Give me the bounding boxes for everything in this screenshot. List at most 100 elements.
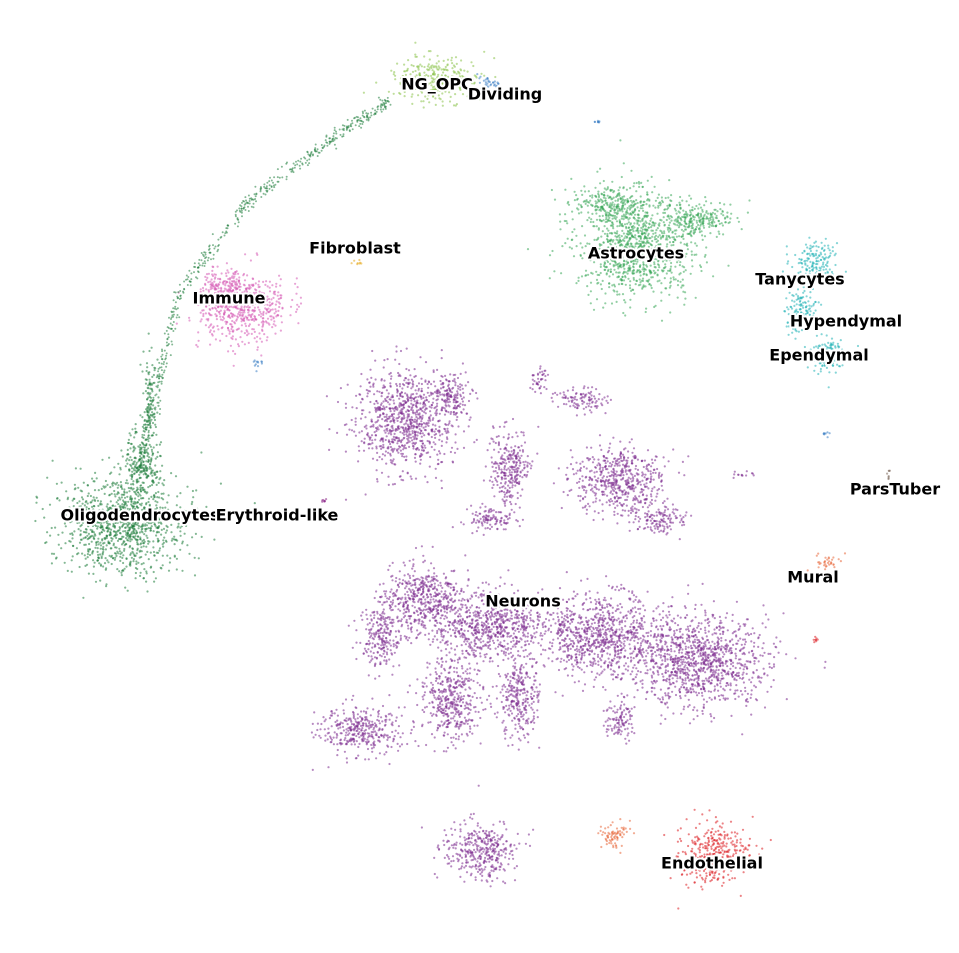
point-immune xyxy=(279,284,282,287)
point-astrocytes xyxy=(672,240,675,244)
point-astrocytes xyxy=(623,223,627,226)
point-oligodendrocytes xyxy=(112,525,115,528)
point-oligodendrocytes xyxy=(137,524,140,528)
point-astrocytes xyxy=(605,216,608,219)
point-astrocytes xyxy=(594,208,597,211)
point-ng-opc xyxy=(440,74,443,77)
point-oligodendrocytes xyxy=(173,535,176,538)
point-astrocytes xyxy=(599,265,602,268)
point-oligodendrocytes xyxy=(200,535,203,539)
point-ng-opc xyxy=(442,59,445,63)
point-oligodendrocytes xyxy=(172,299,175,302)
point-oligodendrocytes xyxy=(121,487,124,490)
point-ng-opc xyxy=(425,73,428,76)
point-tanycytes xyxy=(800,261,803,265)
point-ng-opc xyxy=(439,86,442,89)
point-oligodendrocytes xyxy=(89,494,92,498)
point-oligodendrocytes xyxy=(272,181,274,184)
point-astrocytes xyxy=(646,179,649,182)
point-astrocytes xyxy=(642,225,645,228)
point-astrocytes xyxy=(634,245,637,248)
point-oligodendrocytes xyxy=(331,140,333,143)
point-astrocytes xyxy=(643,268,646,271)
point-oligodendrocytes xyxy=(134,535,137,538)
point-ng-opc xyxy=(420,100,423,103)
point-tanycytes xyxy=(814,252,818,255)
point-immune xyxy=(256,348,259,351)
point-oligodendrocytes xyxy=(369,116,372,119)
point-oligodendrocytes xyxy=(158,547,162,550)
point-astrocytes xyxy=(675,229,678,232)
point-oligodendrocytes xyxy=(185,274,188,277)
point-astrocytes xyxy=(629,306,632,309)
point-astrocytes xyxy=(591,194,594,197)
point-oligodendrocytes xyxy=(142,470,145,473)
point-ng-opc xyxy=(452,86,455,89)
point-astrocytes xyxy=(605,273,608,276)
point-astrocytes xyxy=(633,257,637,260)
point-ng-opc xyxy=(407,81,410,84)
point-oligodendrocytes xyxy=(144,428,147,431)
point-astrocytes xyxy=(648,261,651,264)
point-oligodendrocytes xyxy=(149,472,152,475)
point-astrocytes xyxy=(618,293,621,296)
point-ng-opc xyxy=(430,89,433,92)
point-tanycytes xyxy=(834,263,837,267)
point-oligodendrocytes xyxy=(161,464,164,467)
point-oligodendrocytes xyxy=(129,463,132,466)
point-oligodendrocytes xyxy=(367,116,370,119)
point-oligodendrocytes xyxy=(129,560,132,563)
point-astrocytes xyxy=(637,230,640,233)
point-oligodendrocytes xyxy=(151,364,154,367)
point-oligodendrocytes xyxy=(108,554,111,557)
point-oligodendrocytes xyxy=(148,382,151,386)
point-oligodendrocytes xyxy=(362,112,364,115)
point-oligodendrocytes xyxy=(152,530,155,533)
point-astrocytes xyxy=(682,251,685,254)
point-immune xyxy=(231,282,234,285)
point-ng-opc xyxy=(424,95,427,98)
point-ng-opc xyxy=(423,85,426,88)
point-oligodendrocytes xyxy=(119,559,122,563)
point-oligodendrocytes xyxy=(80,490,84,493)
point-oligodendrocytes xyxy=(158,549,161,552)
point-oligodendrocytes xyxy=(160,380,163,383)
point-immune xyxy=(247,341,250,344)
point-oligodendrocytes xyxy=(104,548,107,551)
point-oligodendrocytes xyxy=(61,531,64,534)
point-oligodendrocytes xyxy=(103,541,106,545)
point-astrocytes xyxy=(678,235,681,238)
point-immune xyxy=(296,308,299,311)
point-astrocytes xyxy=(635,199,638,202)
point-immune xyxy=(274,332,277,335)
point-ng-opc xyxy=(442,84,446,87)
point-oligodendrocytes xyxy=(135,461,138,464)
point-astrocytes xyxy=(649,219,652,222)
point-oligodendrocytes xyxy=(128,468,131,471)
point-oligodendrocytes xyxy=(72,497,75,500)
point-astrocytes xyxy=(567,203,571,206)
point-oligodendrocytes xyxy=(320,144,323,146)
point-tanycytes xyxy=(814,300,817,304)
point-oligodendrocytes xyxy=(57,543,60,546)
point-ng-opc xyxy=(446,58,450,61)
point-immune xyxy=(219,315,222,318)
point-immune xyxy=(259,310,262,313)
point-oligodendrocytes xyxy=(140,502,143,505)
point-astrocytes xyxy=(610,258,613,261)
point-astrocytes xyxy=(566,237,569,240)
point-ng-opc xyxy=(419,63,422,66)
point-oligodendrocytes xyxy=(156,540,160,543)
point-oligodendrocytes xyxy=(247,194,250,197)
point-oligodendrocytes xyxy=(141,370,144,373)
point-immune xyxy=(237,312,240,316)
point-astrocytes xyxy=(667,215,670,218)
point-ng-opc xyxy=(393,71,396,74)
point-astrocytes xyxy=(632,263,635,266)
point-oligodendrocytes xyxy=(332,135,335,138)
point-astrocytes xyxy=(681,284,684,287)
point-ng-opc xyxy=(423,55,426,58)
point-astrocytes xyxy=(684,269,687,272)
point-ng-opc xyxy=(401,85,404,88)
point-oligodendrocytes xyxy=(179,534,182,537)
